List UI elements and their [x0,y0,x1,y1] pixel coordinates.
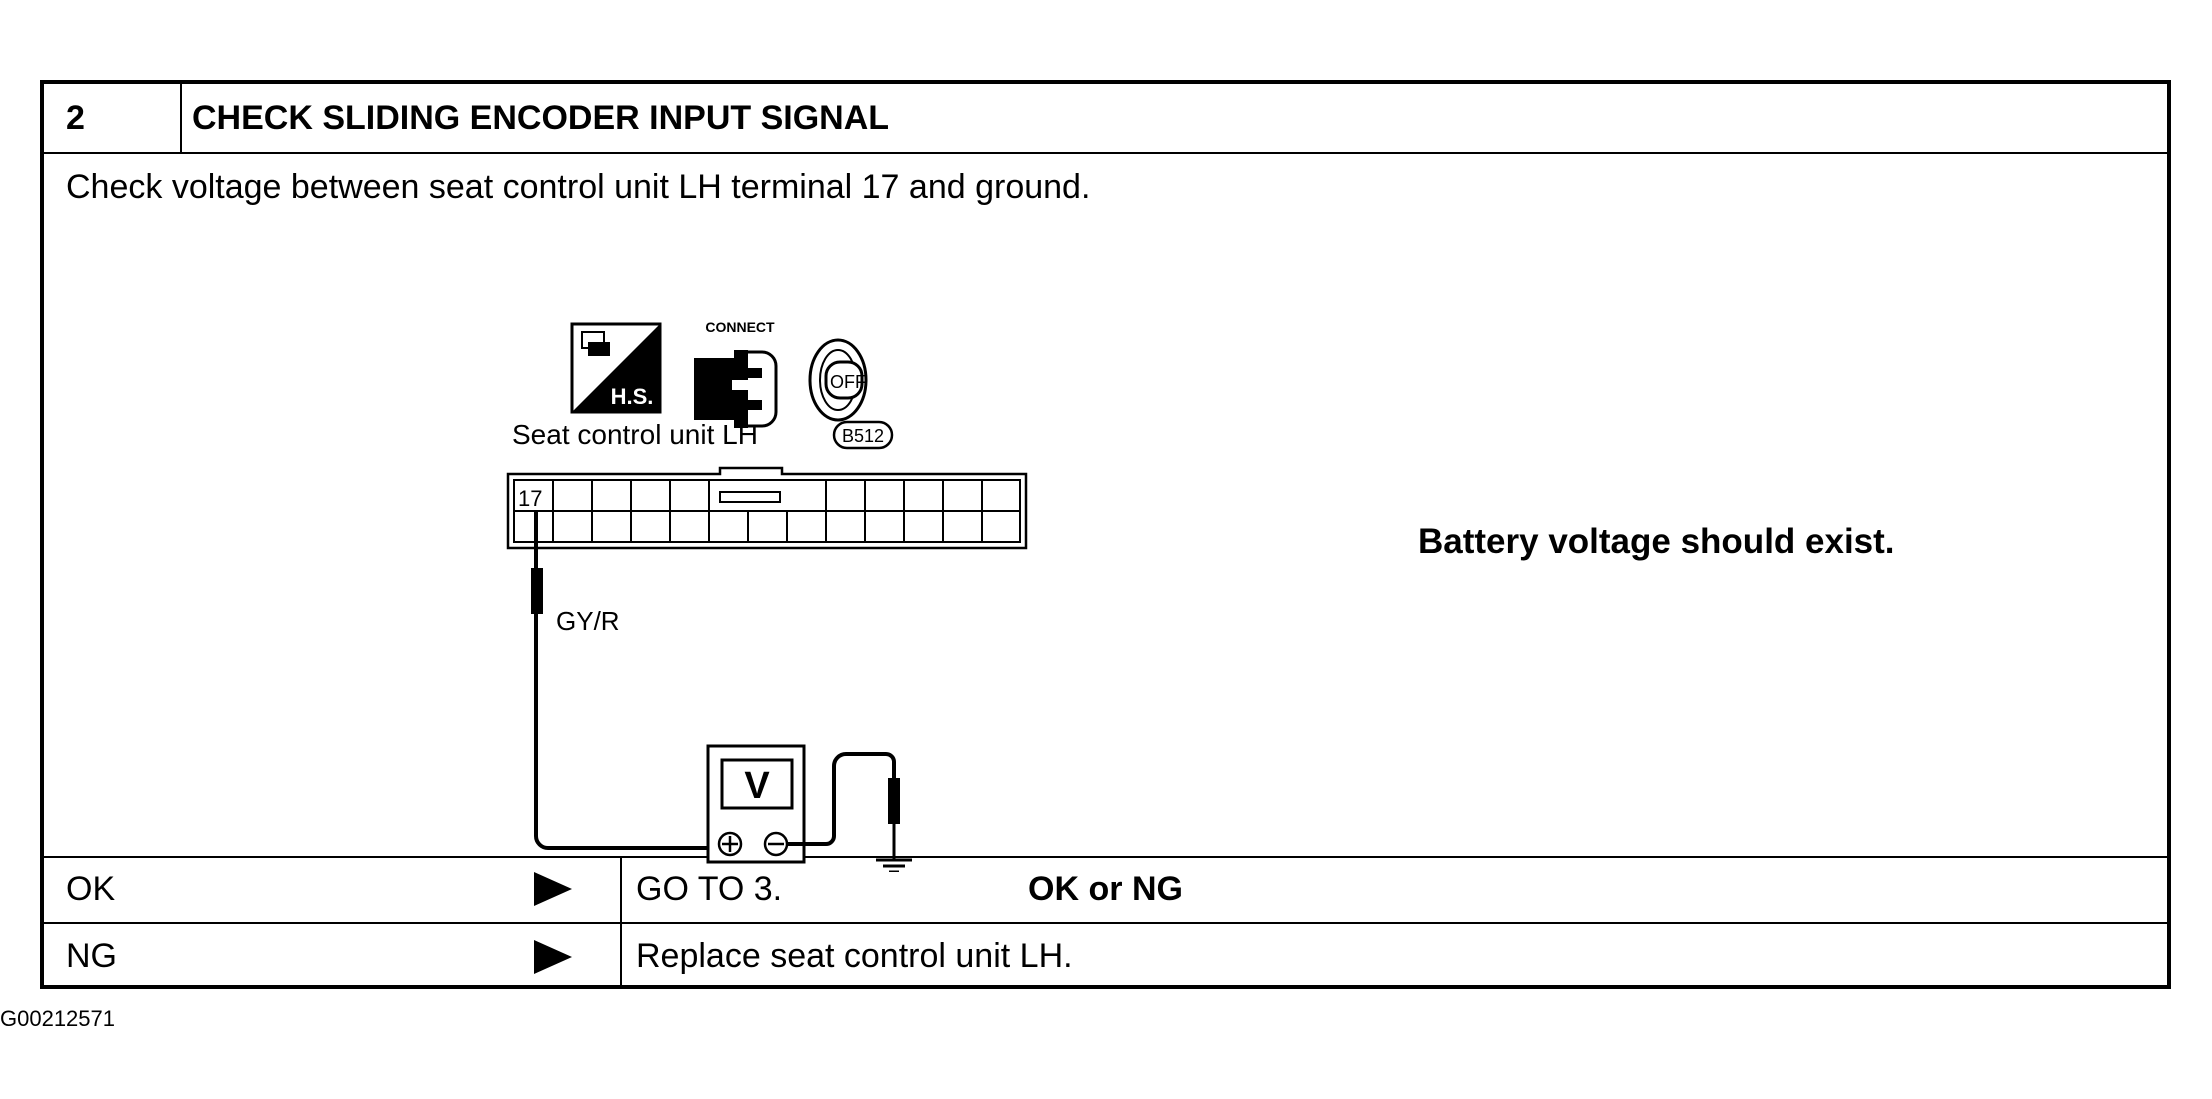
instruction-text: Check voltage between seat control unit … [66,168,1091,206]
test-probe [531,512,543,614]
outcome-action: Replace seat control unit LH. [636,937,1073,975]
ground-probe [888,778,900,860]
connect-icon: CONNECT [694,319,778,428]
connector-code: B512 [842,426,884,446]
connector-code-badge: B512 [832,420,894,450]
hand-seat-icon: H.S. [570,322,662,414]
decision-prompt: OK or NG [1028,870,1183,908]
ignition-off-icon: OFF [808,338,868,422]
step-content: Check voltage between seat control unit … [44,154,2167,908]
terminal-number: 17 [518,486,542,511]
step-number: 2 [44,84,182,152]
connector-body: 17 [506,466,1028,550]
step-header: 2 CHECK SLIDING ENCODER INPUT SIGNAL [44,84,2167,154]
ground-symbol-icon [876,858,912,872]
wire-color: GY/R [556,606,620,636]
figure-id: G00212571 [0,1006,115,1031]
column-divider [620,924,622,989]
connect-icon-label: CONNECT [705,319,775,335]
connector-label: Seat control unit LH [512,419,758,450]
right-arrow-icon [534,856,572,922]
outcome-row-ng: NG Replace seat control unit LH. [44,924,2167,989]
outcome-row-ok: OK GO TO 3. [44,856,2167,924]
wiring-diagram: H.S. CONNECT OFF Seat control unit LH B5… [506,319,1028,872]
meter-label: V [744,765,770,807]
column-divider [620,856,622,922]
step-title: CHECK SLIDING ENCODER INPUT SIGNAL [192,99,890,137]
diagnostic-procedure-table: 2 CHECK SLIDING ENCODER INPUT SIGNAL Che… [40,80,2171,989]
ignition-icon-label: OFF [830,372,866,392]
outcome-label: OK [66,869,116,908]
right-arrow-icon [534,924,572,989]
outcome-action: GO TO 3. [636,869,783,908]
expected-result: Battery voltage should exist. [1418,522,1895,561]
outcome-label: NG [66,937,117,975]
hs-icon-label: H.S. [611,384,654,409]
